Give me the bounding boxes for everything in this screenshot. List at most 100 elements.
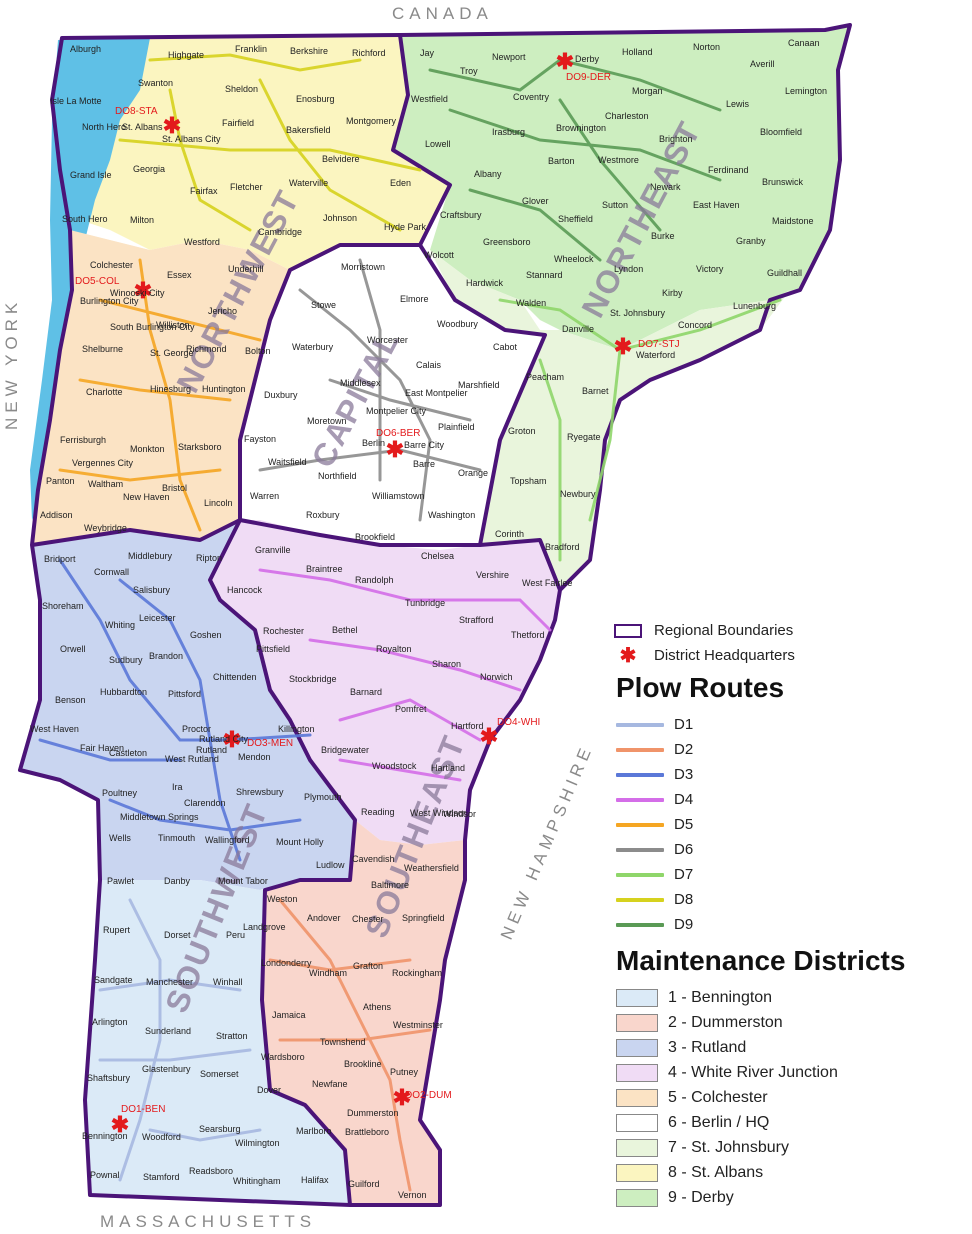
town-label: Stockbridge (289, 674, 337, 684)
town-label: Lyndon (614, 264, 643, 274)
district-color-swatch (616, 988, 658, 1007)
town-label: Highgate (168, 50, 204, 60)
town-label: Isle La Motte (50, 96, 102, 106)
town-label: Vergennes City (72, 458, 134, 468)
town-label: Berlin (362, 438, 385, 448)
town-label: Concord (678, 320, 712, 330)
town-label: Westfield (411, 94, 448, 104)
town-label: Bristol (162, 483, 187, 493)
legend-district-8: 8 - St. Albans (612, 1160, 972, 1185)
route-d3 (38, 558, 312, 862)
map-legend: Regional Boundaries ✱ District Headquart… (612, 618, 972, 1210)
town-label: Castleton (109, 748, 147, 758)
town-label: Weston (267, 894, 297, 904)
town-label: Northfield (318, 471, 357, 481)
town-label: Waitsfield (268, 457, 307, 467)
town-label: West Fairlee (522, 578, 572, 588)
town-label: Wilmington (235, 1138, 280, 1148)
town-label: Belvidere (322, 154, 360, 164)
legend-route-d3: D3 (612, 762, 972, 787)
district-8-st-albans-area (52, 35, 450, 270)
town-label: Rochester (263, 626, 304, 636)
town-label: Maidstone (772, 216, 814, 226)
district-9-derby-area (393, 25, 850, 350)
town-label: Charleston (605, 111, 649, 121)
legend-route-label: D5 (674, 816, 694, 833)
legend-district-label: 5 - Colchester (668, 1088, 768, 1106)
town-label: Enosburg (296, 94, 335, 104)
legend-district-5: 5 - Colchester (612, 1085, 972, 1110)
town-label: South Hero (62, 214, 108, 224)
town-label: Whiting (105, 620, 135, 630)
town-label: Brownington (556, 123, 606, 133)
town-label: Newark (650, 182, 681, 192)
town-label: Lemington (785, 86, 827, 96)
legend-districts-title: Maintenance Districts (616, 945, 906, 976)
town-label: Hancock (227, 585, 263, 595)
town-label: Hardwick (466, 278, 504, 288)
town-label: Chester (352, 914, 384, 924)
town-label: Wallingford (205, 835, 250, 845)
town-label: Washington (428, 510, 475, 520)
town-label: Rutland (196, 745, 227, 755)
town-label: Elmore (400, 294, 429, 304)
asterisk-icon: ✱ (386, 437, 404, 462)
town-label: Cornwall (94, 567, 129, 577)
town-label: Montgomery (346, 116, 397, 126)
town-label: Moretown (307, 416, 347, 426)
legend-district-6: 6 - Berlin / HQ (612, 1110, 972, 1135)
town-label: Brookfield (355, 532, 395, 542)
legend-district-4: 4 - White River Junction (612, 1060, 972, 1085)
town-label: Peacham (526, 372, 564, 382)
asterisk-icon: ✱ (163, 113, 181, 138)
town-label: South Burlington City (110, 322, 195, 332)
town-label: Calais (416, 360, 442, 370)
legend-district-7: 7 - St. Johnsbury (612, 1135, 972, 1160)
town-label: Groton (508, 426, 536, 436)
town-label: Ferdinand (708, 165, 749, 175)
town-label: Andover (307, 913, 341, 923)
town-label: Pawlet (107, 876, 135, 886)
town-label: Weybridge (84, 523, 127, 533)
town-label: Jericho (208, 306, 237, 316)
town-label: Plymouth (304, 792, 342, 802)
town-label: Brandon (149, 651, 183, 661)
town-label: Windham (309, 968, 347, 978)
town-label: Milton (130, 215, 154, 225)
town-label: Fair Haven (80, 743, 124, 753)
route-line-swatch (616, 722, 664, 727)
legend-district-label: 7 - St. Johnsbury (668, 1138, 789, 1156)
route-line-swatch (616, 922, 664, 927)
legend-regional-boundaries-label: Regional Boundaries (654, 622, 794, 639)
hq-label: DO8-STA (115, 106, 158, 117)
town-label: Greensboro (483, 237, 531, 247)
town-label: Ferrisburgh (60, 435, 106, 445)
hq-label: DO7-STJ (638, 339, 680, 350)
town-label: Waltham (88, 479, 123, 489)
route-d6 (258, 258, 482, 522)
route-line-swatch (616, 822, 664, 827)
town-label: Johnson (323, 213, 357, 223)
town-label: Fletcher (230, 182, 263, 192)
town-label: Wolcott (424, 250, 454, 260)
town-label: Hartland (431, 763, 465, 773)
town-label: Londonderry (261, 958, 312, 968)
legend-route-label: D9 (674, 916, 694, 933)
town-label: Proctor (182, 724, 211, 734)
town-label: Fairfax (190, 186, 218, 196)
town-label: Essex (167, 270, 192, 280)
town-label: Barre City (404, 440, 445, 450)
town-label: Chelsea (421, 551, 454, 561)
town-label: Colchester (90, 260, 133, 270)
town-label: Richford (352, 48, 386, 58)
town-label: Berkshire (290, 46, 328, 56)
district-2-dummerston-area (262, 820, 465, 1205)
town-label: New Haven (123, 492, 170, 502)
town-label: Mount Holly (276, 837, 324, 847)
town-label: Kirby (662, 288, 683, 298)
town-label: Craftsbury (440, 210, 482, 220)
district-1-bennington-area (85, 880, 350, 1205)
town-label: Wells (109, 833, 131, 843)
town-label: Roxbury (306, 510, 340, 520)
